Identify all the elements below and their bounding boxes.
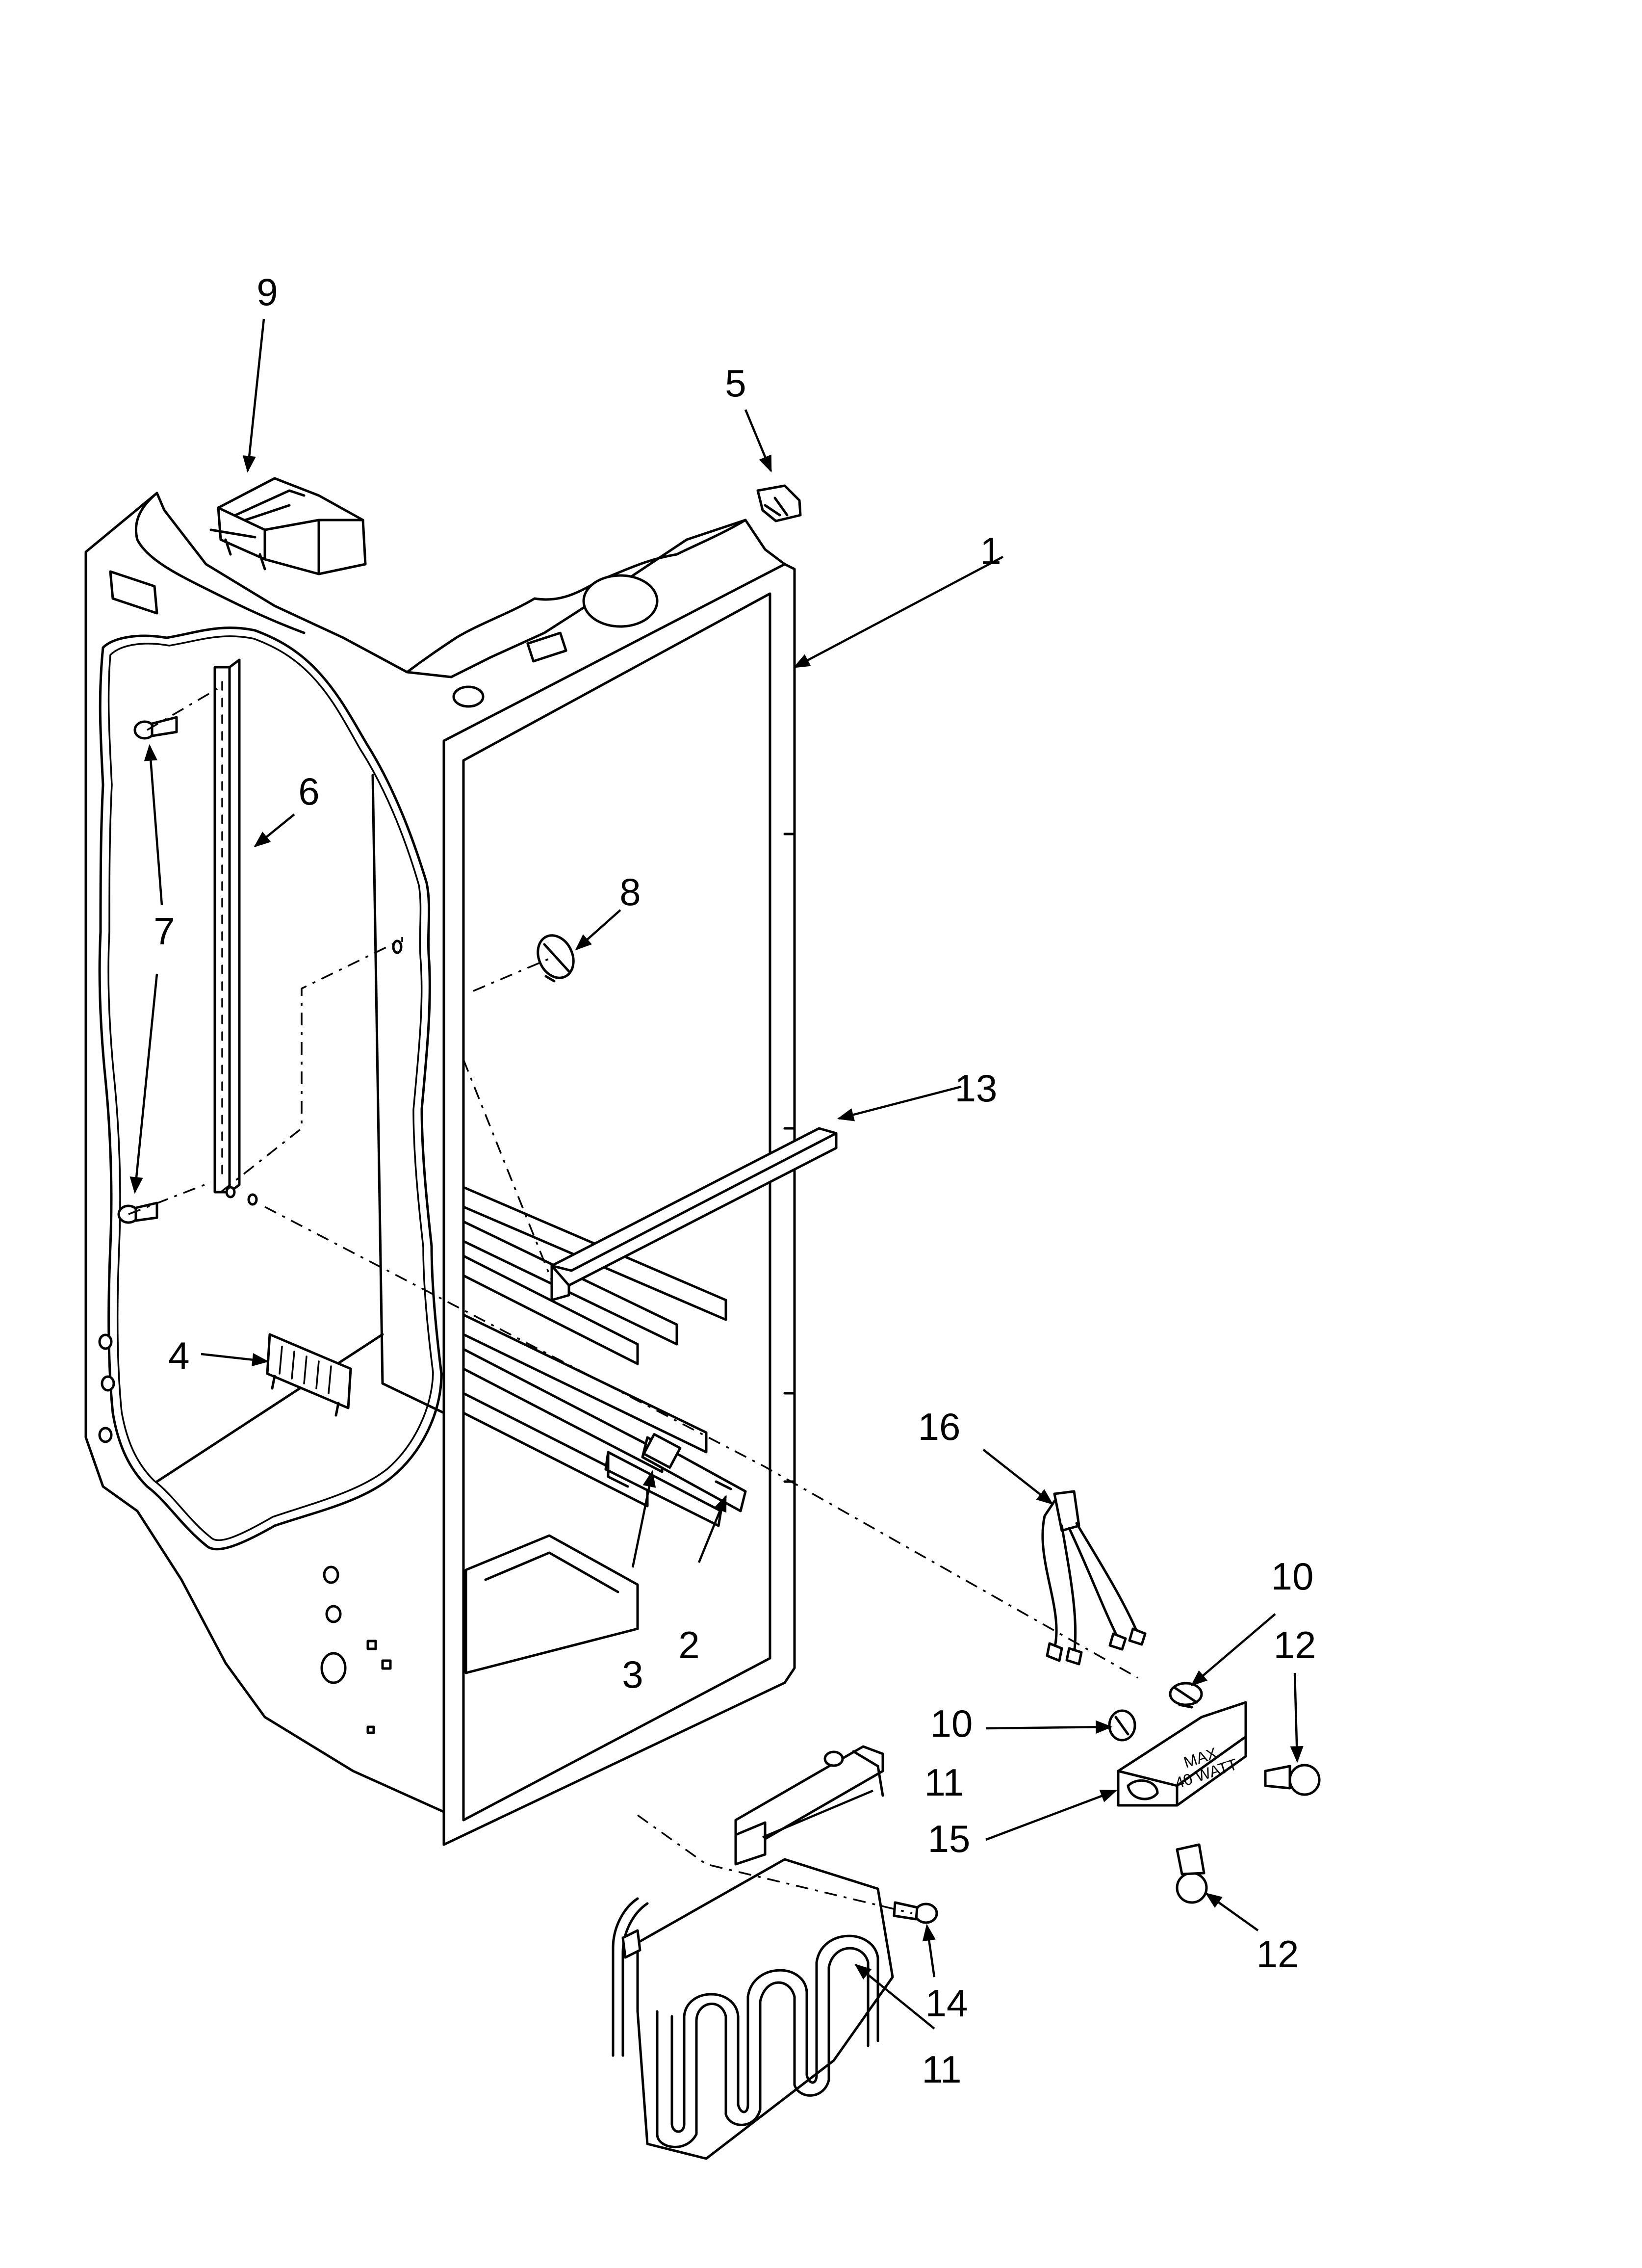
tray-part-3 bbox=[604, 1451, 722, 1527]
top-round-hole bbox=[452, 685, 485, 708]
callout-10-lower: 10 bbox=[930, 1702, 973, 1745]
callout-4: 4 bbox=[168, 1334, 189, 1377]
light-bulb-right bbox=[1264, 1764, 1321, 1796]
heater-screw bbox=[893, 1901, 938, 1924]
wire-harness bbox=[1041, 1490, 1147, 1666]
callout-11-lower: 11 bbox=[922, 2048, 962, 2091]
frame-side-tabs bbox=[783, 833, 796, 1483]
leader-lines bbox=[129, 318, 1304, 2030]
control-housing bbox=[209, 477, 367, 575]
top-vent-slot bbox=[526, 631, 567, 663]
inner-back-wall bbox=[155, 774, 445, 1483]
callout-2: 2 bbox=[678, 1623, 699, 1667]
assembly-holes bbox=[225, 939, 403, 1206]
socket-clip-lower bbox=[1108, 1709, 1136, 1742]
callout-6: 6 bbox=[298, 770, 319, 813]
cable-clip bbox=[537, 934, 575, 983]
callout-12-lower: 12 bbox=[1257, 1932, 1299, 1976]
shelf-ladder-screw-top bbox=[133, 716, 178, 740]
light-bulb-bottom bbox=[1176, 1843, 1208, 1904]
callout-7: 7 bbox=[154, 910, 175, 953]
tray-part-2 bbox=[641, 1433, 747, 1512]
liner-bottom-pan bbox=[464, 1534, 639, 1674]
callout-labels: 9 5 1 6 7 8 13 4 16 10 12 3 2 10 11 15 1… bbox=[154, 270, 1316, 2091]
callout-14: 14 bbox=[925, 1981, 968, 2025]
evaporator-heater bbox=[612, 1745, 894, 2160]
cutaway-edge-left bbox=[98, 626, 443, 1551]
top-oval-hole bbox=[582, 574, 659, 628]
damper-cover bbox=[756, 484, 802, 522]
assembly-lines bbox=[128, 686, 1138, 1914]
light-socket: MAX 40 WATT bbox=[1117, 1701, 1247, 1807]
callout-8: 8 bbox=[619, 870, 641, 913]
cabinet-top-edge bbox=[406, 519, 747, 674]
callout-10-upper: 10 bbox=[1271, 1555, 1314, 1598]
callout-1: 1 bbox=[980, 529, 1001, 573]
cabinet-side-holes bbox=[98, 1333, 392, 1734]
socket-clip-upper bbox=[1169, 1682, 1203, 1709]
cutaway-edge-top bbox=[134, 492, 306, 634]
callout-16: 16 bbox=[918, 1405, 961, 1448]
callout-3: 3 bbox=[622, 1653, 643, 1696]
callout-5: 5 bbox=[725, 362, 746, 405]
heater-coil bbox=[656, 1947, 870, 2148]
callout-11-upper: 11 bbox=[924, 1761, 964, 1804]
shelf-ladder bbox=[213, 658, 241, 1194]
top-left-vent bbox=[109, 570, 158, 615]
callout-9: 9 bbox=[257, 270, 278, 313]
callout-13: 13 bbox=[955, 1067, 998, 1110]
callout-15: 15 bbox=[928, 1817, 971, 1860]
cutaway-edge-inner bbox=[107, 635, 434, 1541]
callout-12-upper: 12 bbox=[1274, 1623, 1316, 1667]
